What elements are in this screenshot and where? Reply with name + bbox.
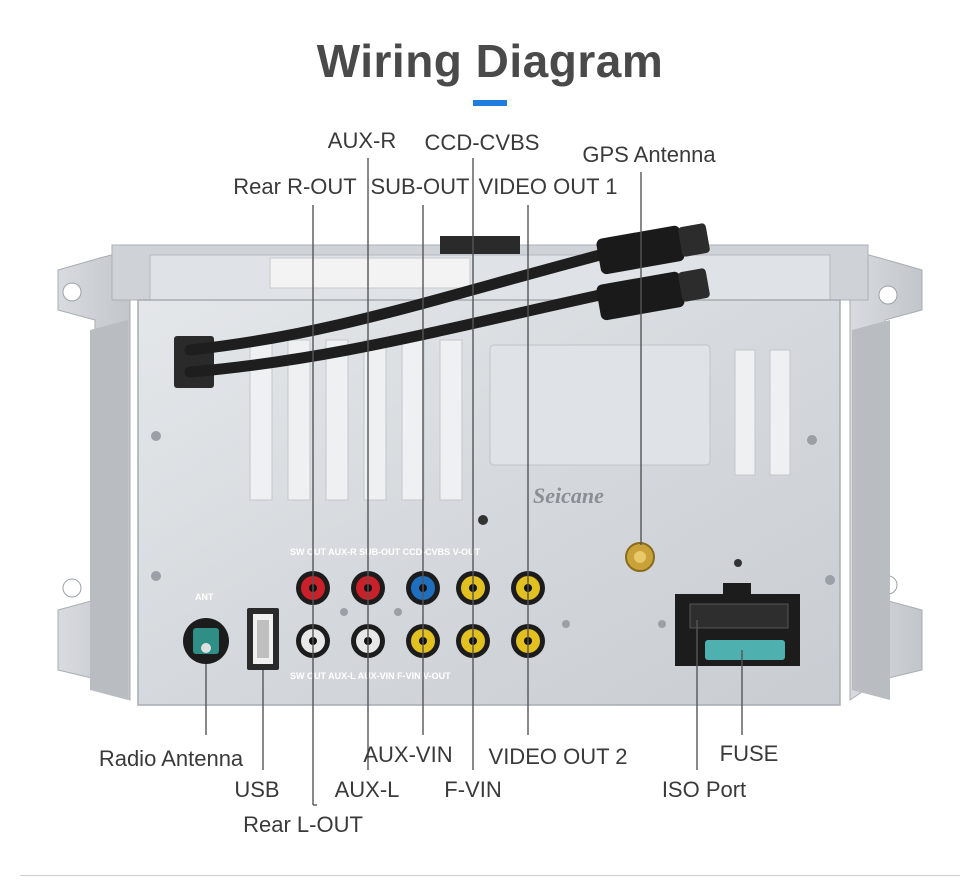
- right-mounting-bracket: [849, 249, 923, 701]
- gps-video-cable: [184, 249, 606, 378]
- label-video-out-1: VIDEO OUT 1: [479, 174, 618, 199]
- gps-sma-icon: [625, 542, 655, 572]
- label-iso-port: ISO Port: [662, 777, 746, 802]
- label-aux-r: AUX-R: [328, 128, 396, 153]
- brand-logo: Seicane: [533, 483, 604, 508]
- label-fuse: FUSE: [720, 741, 779, 766]
- rca-bottom-row-label: SW OUT AUX-L AUX-VIN F-VIN V-OUT: [290, 671, 451, 681]
- usb-port-icon: [247, 608, 279, 670]
- label-usb: USB: [234, 777, 279, 802]
- label-video-out-2: VIDEO OUT 2: [489, 744, 628, 769]
- rca-jack-icon: [351, 571, 385, 605]
- ant-label: ANT: [195, 592, 214, 602]
- label-rear-r-out: Rear R-OUT: [233, 174, 356, 199]
- page-title: Wiring Diagram: [316, 35, 664, 87]
- label-aux-l: AUX-L: [335, 777, 400, 802]
- leader-lines: [205, 158, 743, 806]
- radio-antenna-connector: [183, 618, 229, 664]
- title-underline: [473, 100, 507, 106]
- label-radio-antenna: Radio Antenna: [99, 746, 244, 771]
- rca-top-row-label: SW OUT AUX-R SUB-OUT CCD-CVBS V-OUT: [290, 547, 481, 557]
- bottom-divider: [20, 875, 960, 876]
- label-ccd-cvbs: CCD-CVBS: [425, 130, 540, 155]
- label-aux-vin: AUX-VIN: [363, 742, 452, 767]
- label-sub-out: SUB-OUT: [371, 174, 470, 199]
- label-gps-antenna: GPS Antenna: [582, 142, 716, 167]
- left-mounting-bracket: [57, 249, 131, 701]
- iso-connector-icon: [675, 583, 800, 666]
- label-rear-l-out: Rear L-OUT: [243, 812, 363, 837]
- label-f-vin: F-VIN: [444, 777, 501, 802]
